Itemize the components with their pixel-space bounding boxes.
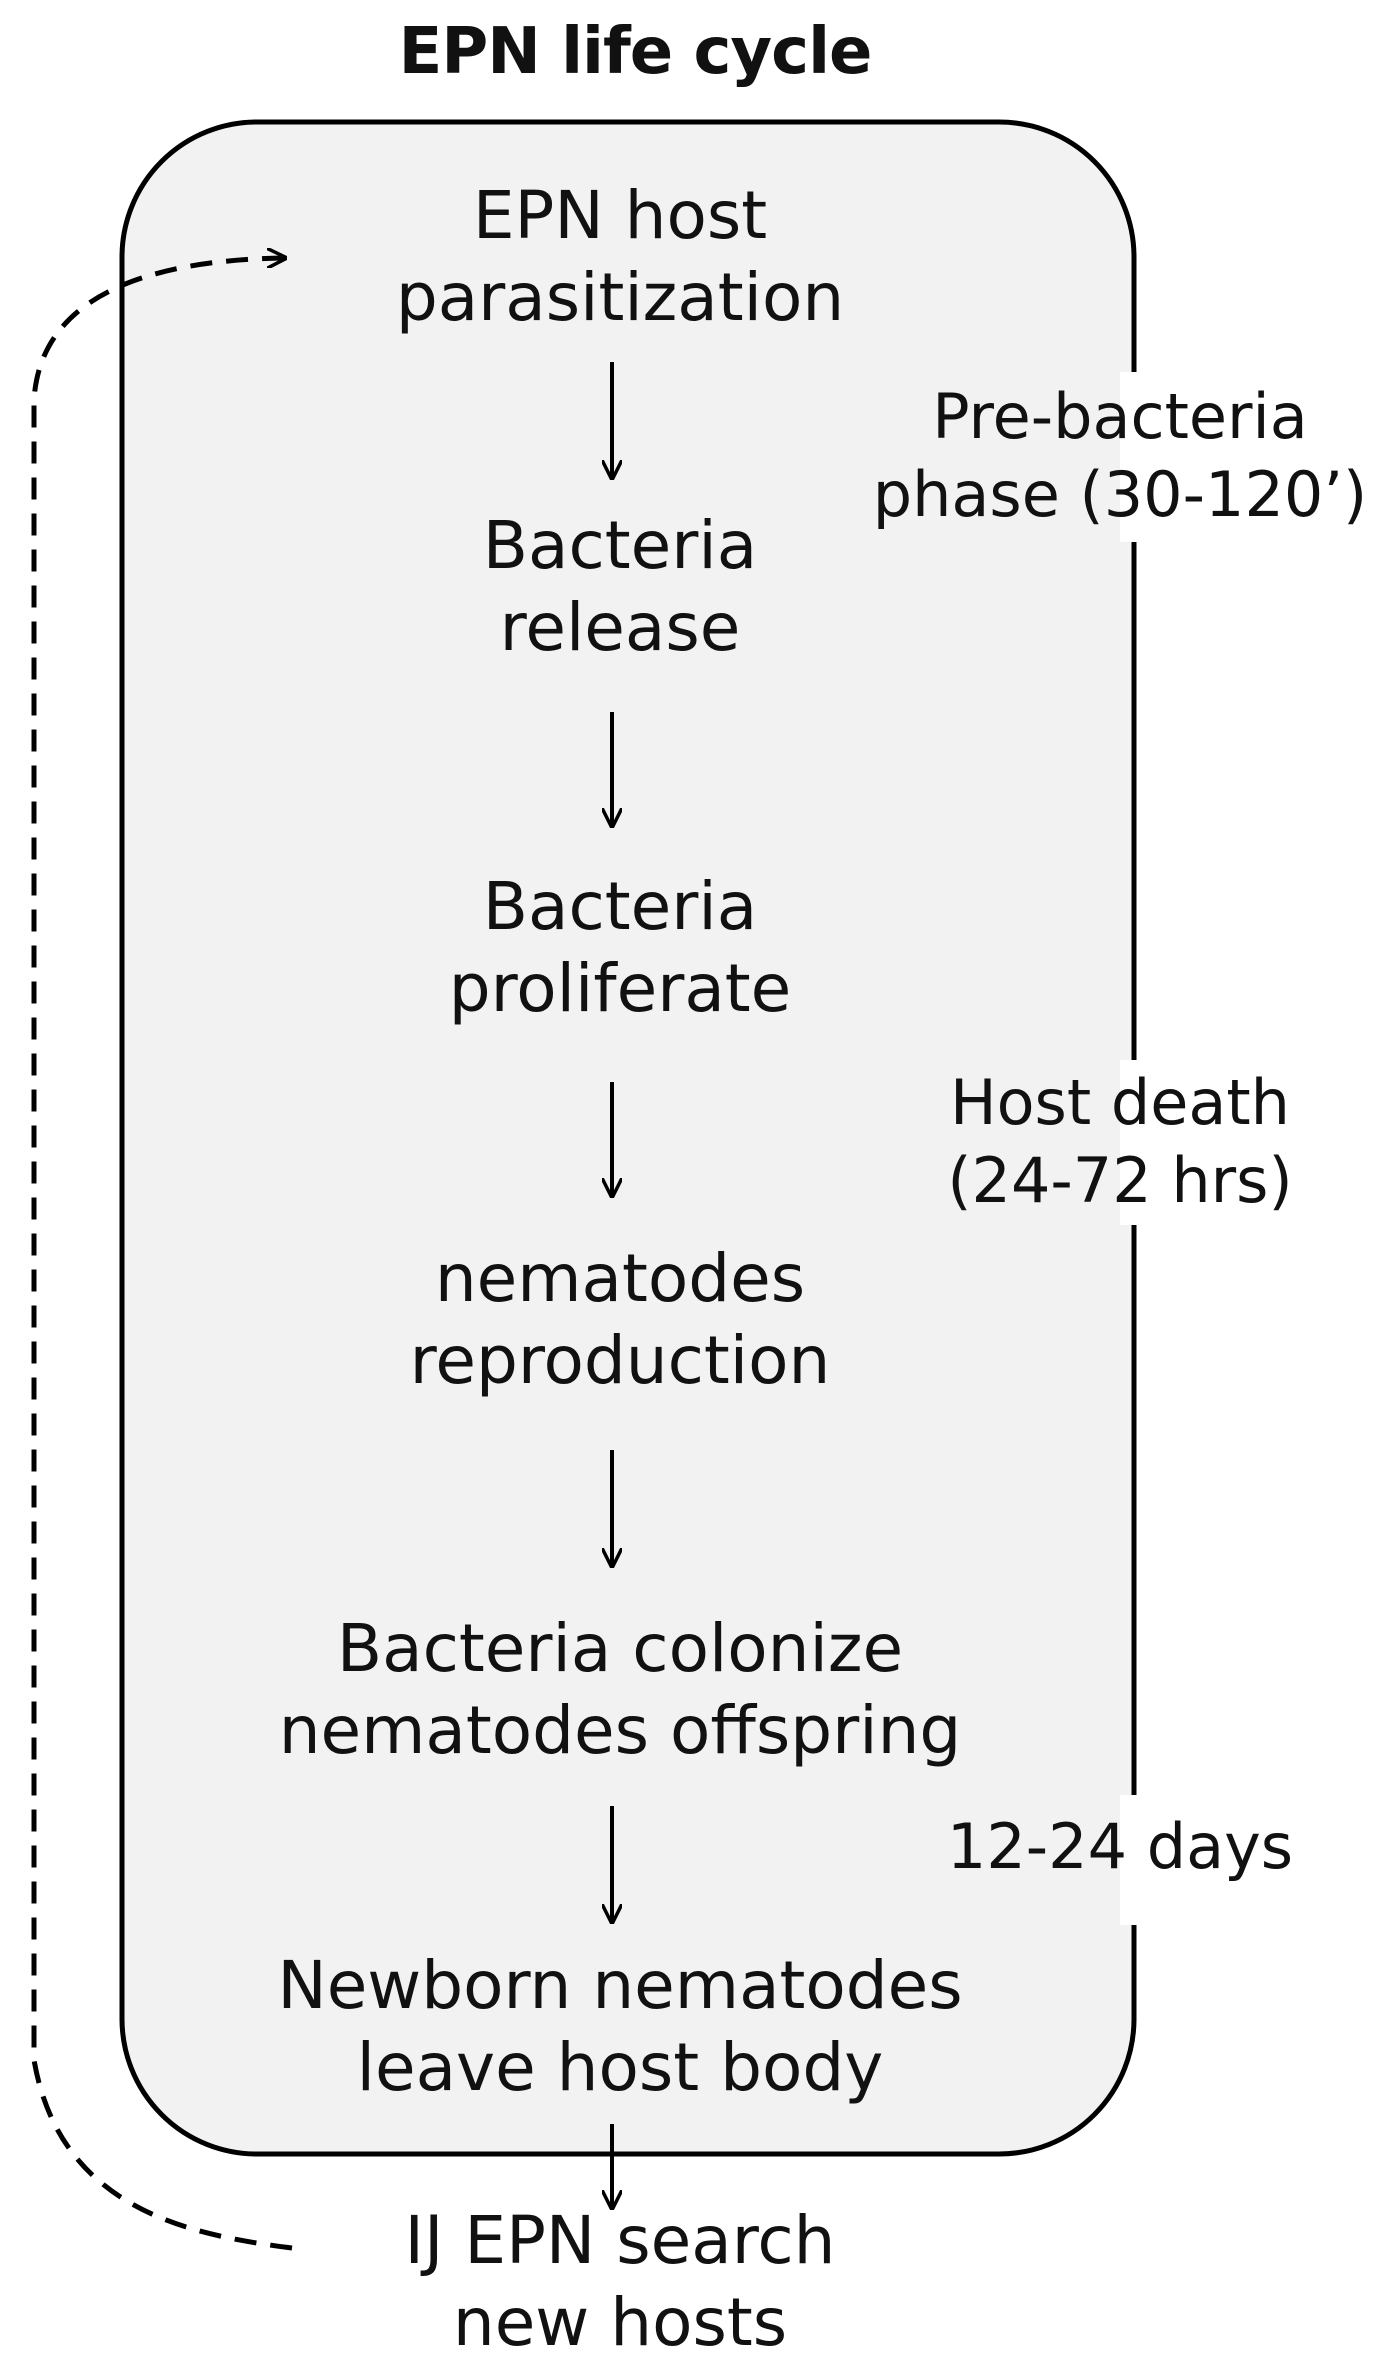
phase-mask-2 (1120, 1060, 1150, 1225)
step-4-line-2: reproduction (409, 1322, 831, 1399)
step-7-line-2: new hosts (452, 2284, 788, 2361)
step-3-line-1: Bacteria (482, 868, 758, 945)
diagram-title: EPN life cycle (398, 15, 873, 89)
step-7-line-1: IJ EPN search (404, 2202, 836, 2279)
step-bacteria-proliferate: Bacteria proliferate (180, 866, 1060, 1030)
step-newborn-leave: Newborn nematodes leave host body (180, 1945, 1060, 2109)
step-ij-search: IJ EPN search new hosts (180, 2200, 1060, 2364)
phase-12-24-days: 12-24 days (860, 1808, 1380, 1886)
phase-host-death: Host death (24-72 hrs) (860, 1064, 1380, 1220)
step-1-line-2: parasitization (395, 259, 845, 336)
step-6-line-1: Newborn nematodes (277, 1947, 963, 2024)
step-nematodes-reproduction: nematodes reproduction (180, 1238, 1060, 1402)
step-host-parasitization: EPN host parasitization (180, 175, 1060, 339)
step-bacteria-release: Bacteria release (180, 505, 1060, 669)
phase-3-line-1: 12-24 days (946, 1810, 1294, 1883)
phase-mask-3 (1120, 1795, 1150, 1925)
phase-2-line-1: Host death (950, 1066, 1290, 1139)
phase-1-line-2: phase (30-120’) (872, 458, 1368, 531)
phase-pre-bacteria: Pre-bacteria phase (30-120’) (860, 378, 1380, 534)
step-5-line-1: Bacteria colonize (336, 1610, 904, 1687)
phase-2-line-2: (24-72 hrs) (947, 1144, 1293, 1217)
step-2-line-1: Bacteria (482, 507, 758, 584)
step-6-line-2: leave host body (356, 2029, 884, 2106)
return-loop-arrow (31, 258, 293, 2251)
step-3-line-2: proliferate (448, 950, 792, 1027)
step-1-line-1: EPN host (472, 177, 768, 254)
step-2-line-2: release (499, 589, 741, 666)
phase-mask-1 (1120, 372, 1150, 542)
step-5-line-2: nematodes offspring (278, 1692, 962, 1769)
step-4-line-1: nematodes (434, 1240, 806, 1317)
phase-1-line-1: Pre-bacteria (932, 380, 1308, 453)
step-bacteria-colonize: Bacteria colonize nematodes offspring (180, 1608, 1060, 1772)
